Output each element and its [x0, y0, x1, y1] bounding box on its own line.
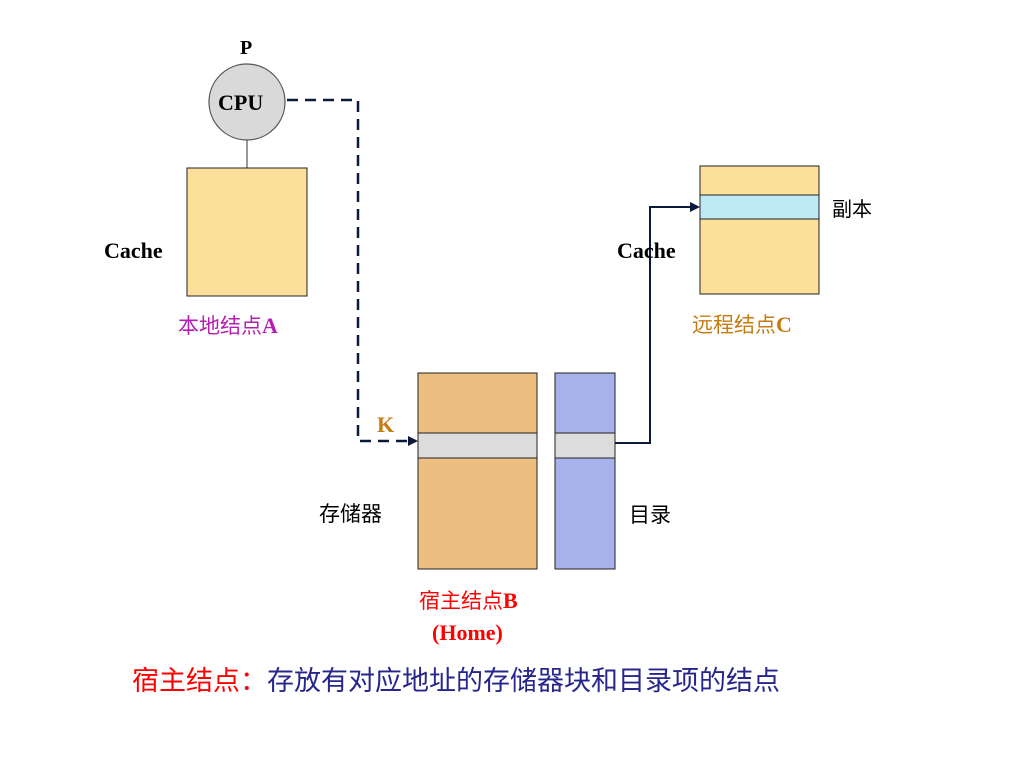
directory-box: [554, 372, 616, 570]
local-node-letter: A: [262, 313, 278, 338]
local-cache-box: [186, 167, 308, 297]
copy-label: 副本: [832, 197, 872, 221]
cpu-label: CPU: [218, 90, 264, 115]
remote-node-letter: C: [776, 312, 792, 337]
local-node-label: 本地结点A: [178, 315, 278, 337]
definition-text: 存放有对应地址的存储器块和目录项的结点: [267, 666, 780, 697]
cpu-circle: [208, 63, 286, 141]
definition-term: 宿主结点：: [132, 666, 267, 697]
home-node-name: 宿主结点: [419, 589, 503, 613]
remote-copy-band: [699, 194, 820, 220]
memory-label: 存储器: [319, 502, 382, 526]
home-node-letter: B: [503, 588, 518, 613]
remote-cache-box: [699, 165, 820, 295]
directory-to-copy-arrow: [615, 202, 700, 444]
processor-label: P: [240, 37, 253, 59]
directory-label: 目录: [629, 503, 671, 527]
home-node-label: 宿主结点B: [419, 590, 518, 612]
remote-node-name: 远程结点: [692, 313, 776, 337]
request-dashed-arrow: [287, 98, 418, 446]
home-memory-box: [417, 372, 538, 570]
local-node-name: 本地结点: [178, 314, 262, 338]
home-node-english: (Home): [432, 620, 503, 645]
block-k-label: K: [377, 412, 395, 437]
remote-node-label: 远程结点C: [692, 314, 792, 336]
memory-block-k: [417, 432, 538, 459]
definition-line: 宿主结点：存放有对应地址的存储器块和目录项的结点: [132, 668, 780, 695]
directory-entry: [554, 432, 616, 459]
remote-cache-label: Cache: [617, 238, 676, 263]
local-cache-label: Cache: [104, 238, 163, 263]
